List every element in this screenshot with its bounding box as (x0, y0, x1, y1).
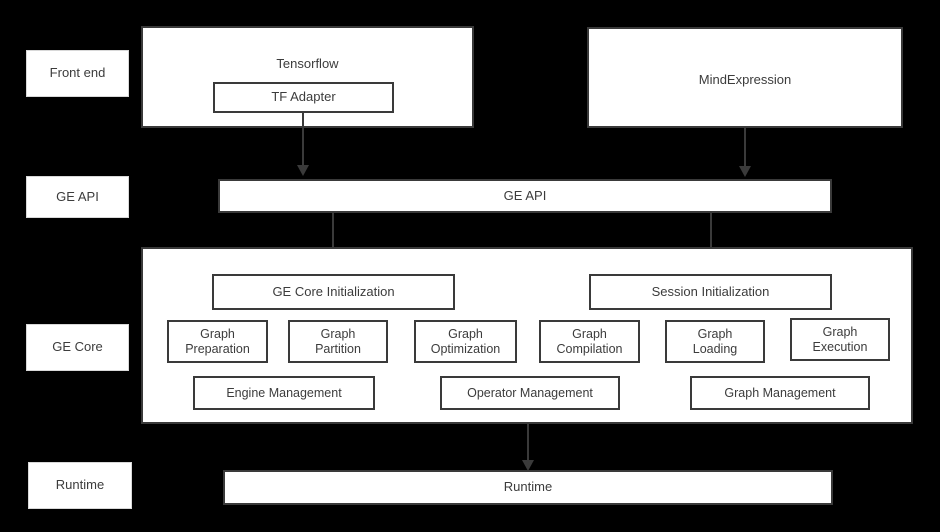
runtime-box[interactable]: Runtime (223, 470, 833, 505)
layer-label-front-end: Front end (26, 50, 129, 97)
connector-ge-core-to-runtime (527, 424, 529, 462)
graph-partition-box[interactable]: Graph Partition (288, 320, 388, 363)
graph-management-label: Graph Management (724, 385, 836, 400)
layer-label-ge-api: GE API (26, 176, 129, 218)
ge-api-label: GE API (503, 187, 547, 203)
tf-adapter-label: TF Adapter (271, 89, 336, 105)
layer-label-ge-core-text: GE Core (52, 339, 103, 355)
arrowhead-tf-adapter-to-ge-api (297, 165, 309, 176)
runtime-label: Runtime (503, 479, 553, 495)
layer-label-runtime-text: Runtime (55, 477, 105, 493)
graph-execution-label: Graph Execution (812, 325, 868, 354)
session-initialization-box[interactable]: Session Initialization (589, 274, 832, 310)
graph-optimization-box[interactable]: Graph Optimization (414, 320, 517, 363)
graph-preparation-box[interactable]: Graph Preparation (167, 320, 268, 363)
graph-partition-label: Graph Partition (315, 327, 361, 356)
connector-ge-api-to-ge-core-init (332, 213, 334, 262)
layer-label-runtime: Runtime (28, 462, 132, 509)
ge-api-box[interactable]: GE API (218, 179, 832, 213)
ge-core-initialization-box[interactable]: GE Core Initialization (212, 274, 455, 310)
graph-management-box[interactable]: Graph Management (690, 376, 870, 410)
connector-tf-adapter-to-ge-api (302, 113, 304, 167)
layer-label-ge-api-text: GE API (56, 188, 99, 204)
engine-management-box[interactable]: Engine Management (193, 376, 375, 410)
graph-loading-label: Graph Loading (692, 327, 738, 356)
graph-optimization-label: Graph Optimization (430, 327, 501, 356)
operator-management-box[interactable]: Operator Management (440, 376, 620, 410)
mindexpression-title: MindExpression (698, 72, 792, 87)
graph-preparation-label: Graph Preparation (185, 327, 250, 356)
layer-label-ge-core: GE Core (26, 324, 129, 371)
connector-ge-api-to-session-init (710, 213, 712, 262)
layer-label-front-end-text: Front end (49, 65, 106, 81)
ge-core-initialization-label: GE Core Initialization (272, 283, 395, 299)
engine-management-label: Engine Management (226, 385, 342, 400)
tf-adapter-box[interactable]: TF Adapter (213, 82, 394, 113)
tensorflow-title: Tensorflow (276, 56, 339, 71)
graph-compilation-box[interactable]: Graph Compilation (539, 320, 640, 363)
graph-compilation-label: Graph Compilation (556, 327, 623, 356)
graph-execution-box[interactable]: Graph Execution (790, 318, 890, 361)
arrowhead-mindexpression-to-ge-api (739, 166, 751, 177)
operator-management-label: Operator Management (467, 385, 593, 400)
session-initialization-label: Session Initialization (651, 283, 770, 299)
mindexpression-group: MindExpression (587, 27, 903, 128)
connector-mindexpression-to-ge-api (744, 128, 746, 168)
arrowhead-ge-core-to-runtime (522, 460, 534, 471)
graph-loading-box[interactable]: Graph Loading (665, 320, 765, 363)
